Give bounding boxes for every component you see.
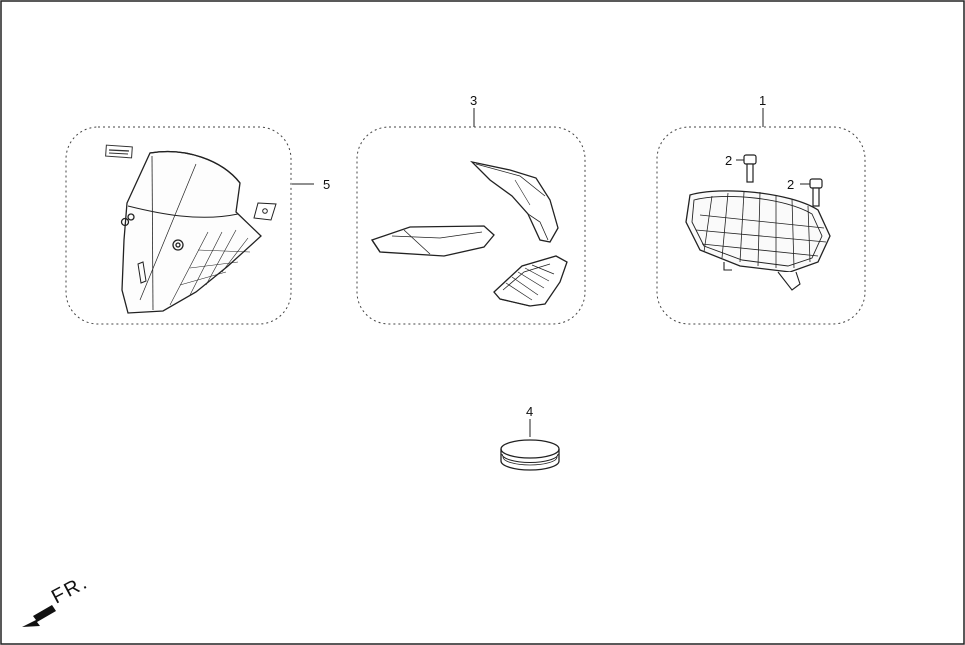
front-direction-arrow-icon <box>22 605 56 627</box>
headlight-guard-kit-group: 1 2 2 <box>656 93 866 325</box>
headlight-guard-kit-outline <box>656 126 866 325</box>
front-direction-label: FR. <box>48 571 92 608</box>
side-cover-kit-outline <box>356 126 586 325</box>
windscreen-kit-outline <box>65 126 292 325</box>
side-cover-kit-group: 3 <box>356 93 586 325</box>
windscreen <box>120 150 262 314</box>
flat-side-panel <box>370 225 495 257</box>
mounting-clip <box>253 202 277 221</box>
front-direction-indicator: FR. <box>22 571 92 627</box>
callout-2a-label: 2 <box>725 153 732 168</box>
ring-part: 4 <box>500 404 560 471</box>
label-sticker <box>105 144 133 159</box>
callout-3-label: 3 <box>470 93 477 108</box>
curved-cowl-panel <box>469 160 559 243</box>
windscreen-kit-group: 5 <box>65 126 330 325</box>
bolt-a <box>736 154 757 183</box>
headlight-guard <box>685 190 831 291</box>
sealing-ring <box>500 439 560 471</box>
grilled-scoop-panel <box>493 255 568 307</box>
callout-1-label: 1 <box>759 93 766 108</box>
callout-2b-label: 2 <box>787 177 794 192</box>
bolt-b <box>800 178 823 207</box>
callout-4-label: 4 <box>526 404 533 419</box>
callout-5-label: 5 <box>323 177 330 192</box>
